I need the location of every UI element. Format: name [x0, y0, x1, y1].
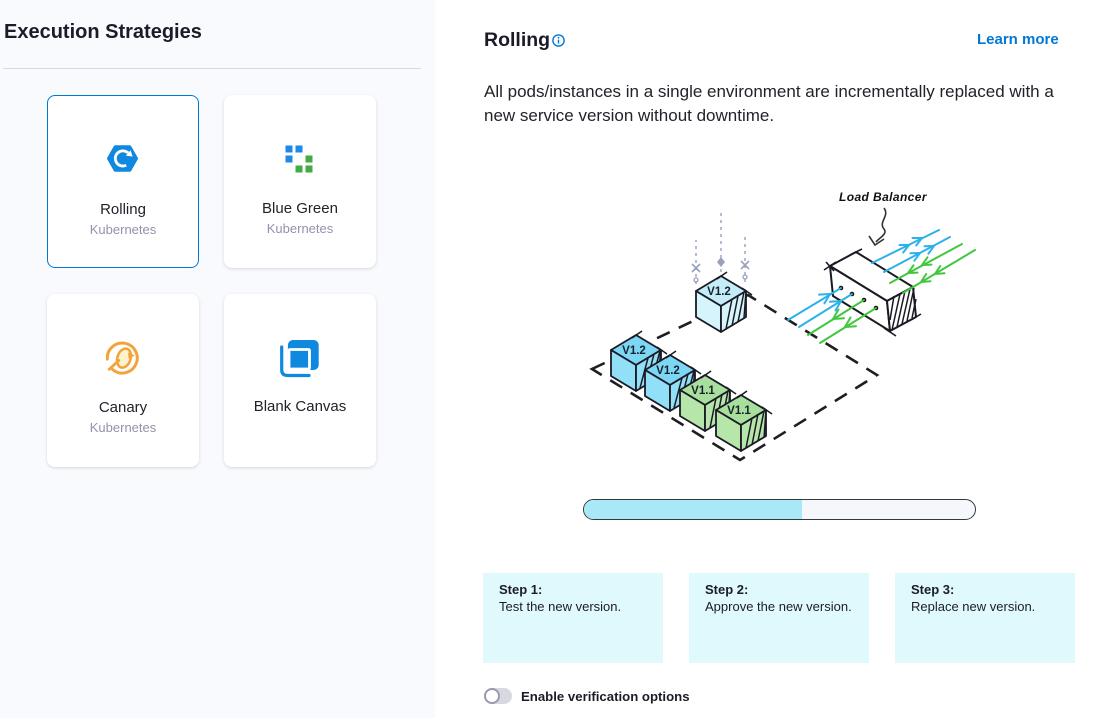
svg-text:V1.2: V1.2 — [622, 345, 646, 357]
svg-text:V1.2: V1.2 — [656, 365, 680, 377]
svg-text:Load Balancer: Load Balancer — [839, 190, 928, 204]
svg-text:V1.2: V1.2 — [707, 286, 731, 298]
svg-text:V1.1: V1.1 — [727, 405, 751, 417]
svg-text:V1.1: V1.1 — [691, 385, 715, 397]
